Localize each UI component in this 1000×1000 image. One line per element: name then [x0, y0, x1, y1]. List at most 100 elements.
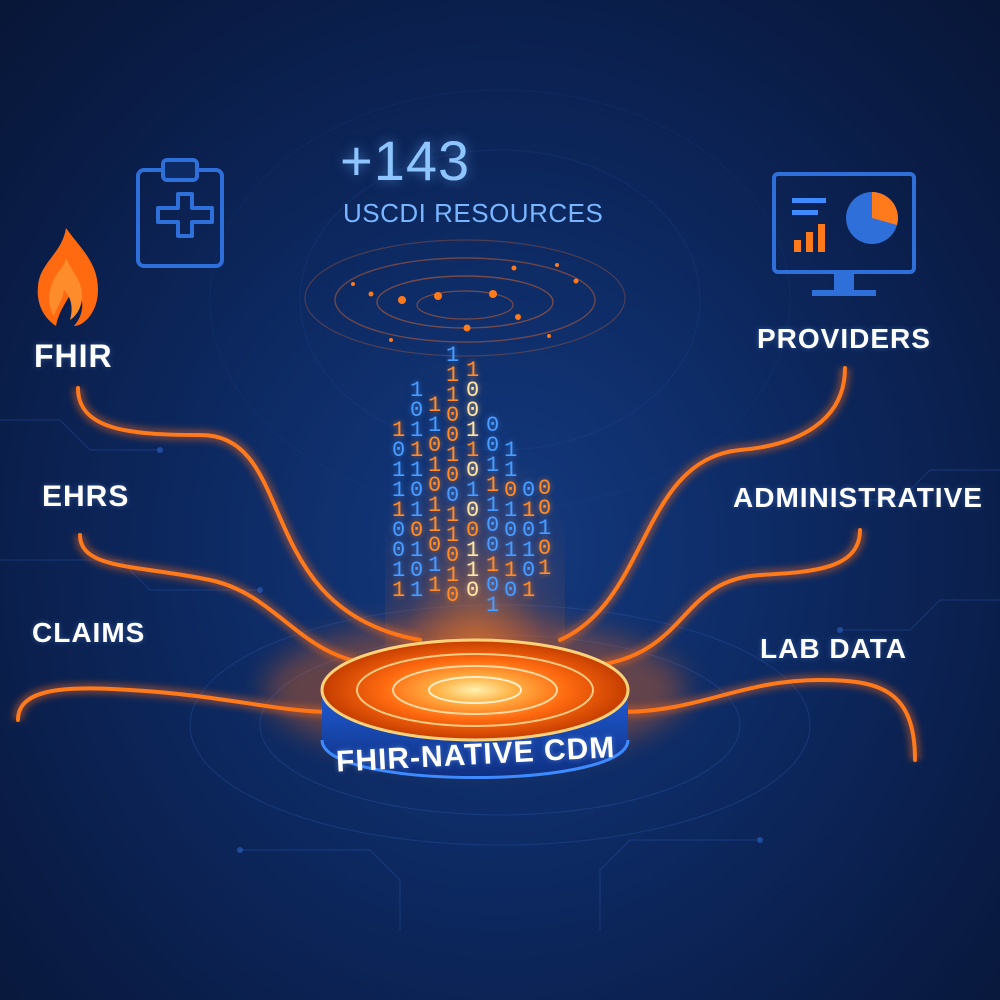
binary-digit: 1	[486, 553, 500, 578]
binary-digit: 1	[392, 578, 406, 603]
hub-cylinder	[265, 620, 685, 779]
binary-digit: 1	[428, 413, 442, 438]
binary-digit: 1	[410, 578, 424, 603]
circuit-nodes	[157, 447, 843, 853]
binary-digit: 0	[522, 478, 536, 503]
binary-digit: 1	[466, 438, 480, 463]
medical-clipboard-icon	[136, 158, 224, 268]
binary-digit: 1	[392, 478, 406, 503]
binary-digit: 0	[466, 498, 480, 523]
binary-digit: 1	[410, 498, 424, 523]
binary-digit: 0	[522, 518, 536, 543]
binary-digit: 1	[446, 383, 460, 408]
connector-lab-data	[618, 677, 917, 762]
binary-digit: 1	[428, 553, 442, 578]
binary-digit: 1	[522, 498, 536, 523]
binary-digit: 0	[410, 518, 424, 543]
binary-digit: 0	[538, 536, 552, 561]
binary-digit: 0	[446, 423, 460, 448]
binary-digit: 1	[410, 458, 424, 483]
binary-digit: 1	[410, 538, 424, 563]
binary-digit: 1	[466, 558, 480, 583]
destination-label-providers: PROVIDERS	[757, 323, 931, 354]
binary-digit: 1	[538, 516, 552, 541]
destination-label-lab-data: LAB DATA	[760, 633, 907, 664]
binary-digit: 0	[410, 398, 424, 423]
binary-digit: 1	[428, 453, 442, 478]
binary-digit: 1	[446, 443, 460, 468]
binary-digit: 0	[410, 558, 424, 583]
binary-digit: 0	[538, 476, 552, 501]
binary-digit: 0	[486, 533, 500, 558]
binary-digit: 1	[428, 513, 442, 538]
binary-digit: 0	[504, 578, 518, 603]
source-label-claims: CLAIMS	[32, 617, 146, 648]
binary-digit: 1	[466, 358, 480, 383]
binary-digit: 0	[504, 518, 518, 543]
binary-digit: 0	[392, 538, 406, 563]
binary-digit: 0	[428, 473, 442, 498]
binary-digit: 1	[522, 538, 536, 563]
binary-digit: 1	[466, 418, 480, 443]
connector-fhir	[76, 386, 422, 642]
binary-digit: 1	[410, 418, 424, 443]
circuit-traces	[0, 419, 1000, 930]
binary-digit: 0	[446, 483, 460, 508]
binary-digit: 0	[486, 513, 500, 538]
binary-digit: 0	[504, 478, 518, 503]
binary-digit: 1	[446, 523, 460, 548]
binary-digit: 1	[446, 343, 460, 368]
binary-digit: 1	[392, 418, 406, 443]
binary-digit: 1	[466, 478, 480, 503]
binary-digit: 1	[392, 558, 406, 583]
binary-digit: 1	[428, 393, 442, 418]
binary-digit: 0	[466, 458, 480, 483]
binary-digit: 1	[538, 556, 552, 581]
binary-digit: 1	[522, 578, 536, 603]
flame-icon	[37, 228, 98, 326]
binary-digit: 1	[504, 458, 518, 483]
binary-digit: 0	[466, 398, 480, 423]
binary-digit: 1	[392, 498, 406, 523]
binary-digit: 0	[446, 583, 460, 608]
binary-digit: 1	[446, 503, 460, 528]
headline-count: +143	[340, 129, 471, 192]
binary-digit: 1	[410, 378, 424, 403]
binary-digit: 1	[446, 563, 460, 588]
binary-digit: 0	[428, 533, 442, 558]
binary-digit: 0	[392, 438, 406, 463]
dashboard-monitor-icon	[772, 172, 916, 296]
binary-digit: 0	[466, 518, 480, 543]
source-label-fhir: FHIR	[34, 338, 113, 374]
binary-digit: 0	[466, 378, 480, 403]
source-label-ehrs: EHRS	[42, 480, 130, 513]
binary-digit: 1	[466, 538, 480, 563]
destination-label-administrative: ADMINISTRATIVE	[733, 482, 983, 513]
binary-digit: 0	[428, 433, 442, 458]
binary-digit: 1	[392, 458, 406, 483]
binary-digit: 0	[486, 413, 500, 438]
binary-digit: 1	[410, 438, 424, 463]
binary-digit: 1	[504, 538, 518, 563]
binary-digit: 0	[392, 518, 406, 543]
binary-digit: 0	[446, 463, 460, 488]
binary-digit: 1	[504, 558, 518, 583]
connector-providers	[558, 366, 847, 642]
binary-digit: 1	[428, 493, 442, 518]
binary-digit: 0	[410, 478, 424, 503]
binary-digit: 1	[486, 493, 500, 518]
binary-digit: 0	[486, 433, 500, 458]
binary-digit: 1	[504, 438, 518, 463]
headline-caption: USCDI RESOURCES	[343, 198, 604, 228]
binary-digit: 0	[446, 403, 460, 428]
binary-digit: 1	[428, 573, 442, 598]
binary-digit: 1	[486, 593, 500, 618]
connector-administrative	[598, 528, 862, 667]
binary-digit: 0	[522, 558, 536, 583]
binary-digit: 1	[486, 473, 500, 498]
binary-digit: 1	[504, 498, 518, 523]
binary-digit: 0	[486, 573, 500, 598]
binary-digit: 1	[446, 363, 460, 388]
